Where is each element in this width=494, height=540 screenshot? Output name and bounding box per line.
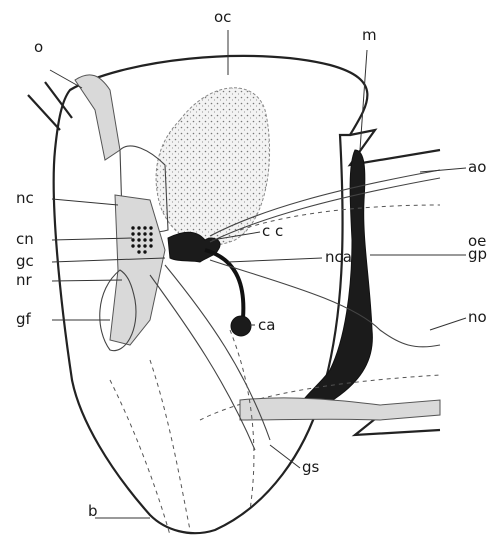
label-nr: nr [16, 271, 33, 289]
corpus-allatum[interactable] [231, 316, 251, 336]
label-gf: gf [16, 310, 32, 328]
label-nc: nc [16, 189, 34, 207]
lower-shaded-structure [240, 398, 440, 420]
label-gs: gs [302, 458, 320, 476]
shaded-band [110, 195, 165, 345]
label-gc: gc [16, 252, 34, 270]
antenna-stub [28, 82, 72, 130]
optic-center-stippled [156, 88, 269, 245]
internal-dashed-2 [110, 380, 170, 535]
label-o: o [34, 38, 43, 56]
label-cc: c c [262, 222, 283, 240]
gs-nerve-2 [150, 275, 255, 450]
label-cn: cn [16, 230, 34, 248]
label-oc: oc [214, 8, 231, 26]
pharyngeal-ganglion[interactable] [295, 150, 372, 416]
label-ao: ao [468, 158, 486, 176]
label-nca: nca [325, 248, 352, 266]
label-ca: ca [258, 316, 275, 334]
label-gp: gp [468, 245, 487, 263]
label-no: no [468, 308, 487, 326]
label-m: m [362, 26, 377, 44]
internal-dashed-1 [150, 360, 190, 530]
label-b: b [88, 502, 98, 520]
